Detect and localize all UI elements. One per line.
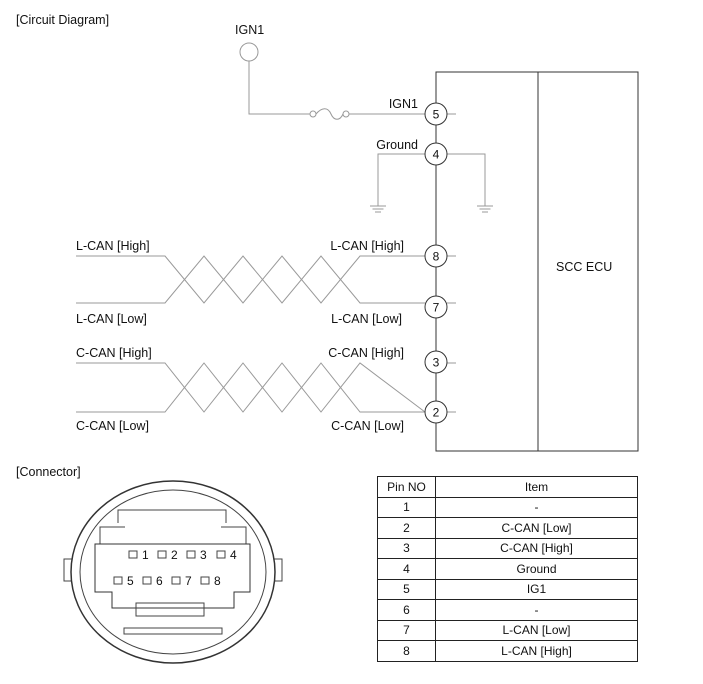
pin5-label: IGN1 (389, 97, 418, 111)
table-cell-pin: 4 (377, 558, 436, 580)
table-row: 1 - (377, 496, 638, 518)
connector-heading: [Connector] (16, 465, 81, 479)
pin8-label: L-CAN [High] (330, 239, 404, 253)
table-cell-pin: 1 (377, 496, 436, 518)
table-cell-pin: 2 (377, 517, 436, 539)
table-cell-item: C-CAN [Low] (435, 517, 638, 539)
table-cell-pin: 6 (377, 599, 436, 621)
pin-3-number: 3 (433, 356, 440, 370)
table-cell-pin: 3 (377, 537, 436, 559)
pin-table-header-row: Pin NO Item (377, 476, 638, 498)
connector-pin-4-label: 4 (230, 548, 237, 562)
pin-5-number: 5 (433, 108, 440, 122)
connector-pin-8: 8 (200, 574, 221, 588)
pin-7-number: 7 (433, 301, 440, 315)
fuse-icon (309, 108, 350, 120)
ground-icon (477, 205, 493, 213)
pin-2: 2 (424, 400, 448, 424)
connector-pin-3-label: 3 (200, 548, 207, 562)
pin-3: 3 (424, 350, 448, 374)
connector-pin-4: 4 (216, 548, 237, 562)
pin7-label: L-CAN [Low] (331, 312, 402, 326)
pin-table: Pin NO Item 1 - 2 C-CAN [Low] 3 C-CAN [H… (377, 476, 638, 662)
connector-pin-3: 3 (186, 548, 207, 562)
table-cell-pin: 8 (377, 640, 436, 662)
pin-8-number: 8 (433, 250, 440, 264)
pin-stubs (447, 113, 456, 413)
connector-bottom-slot (123, 627, 223, 635)
pin-2-number: 2 (433, 406, 440, 420)
connector-drawing: 1 2 3 4 5 6 7 8 (63, 480, 283, 664)
table-cell-pin: 5 (377, 578, 436, 600)
pin-7: 7 (424, 295, 448, 319)
connector-pin-6-label: 6 (156, 574, 163, 588)
table-row: 8 L-CAN [High] (377, 640, 638, 662)
pin3-label: C-CAN [High] (328, 346, 404, 360)
table-row: 6 - (377, 599, 638, 621)
table-cell-pin: 7 (377, 619, 436, 641)
power-source-label: IGN1 (235, 23, 264, 37)
pin-table-header-pin: Pin NO (377, 476, 436, 498)
circuit-diagram-heading: [Circuit Diagram] (16, 13, 109, 27)
pin-table-header-item: Item (435, 476, 638, 498)
ign1-wire (248, 61, 310, 115)
connector-pin-8-label: 8 (214, 574, 221, 588)
ecu-label: SCC ECU (556, 260, 612, 274)
table-cell-item: IG1 (435, 578, 638, 600)
ccan-high-left-label: C-CAN [High] (76, 346, 152, 360)
connector-top-key (117, 509, 227, 523)
pin-4: 4 (424, 142, 448, 166)
ground-icon (370, 205, 386, 213)
pin4-label: Ground (376, 138, 418, 152)
connector-pin-1-label: 1 (142, 548, 149, 562)
lcan-twisted-pair (76, 255, 425, 304)
table-cell-item: C-CAN [High] (435, 537, 638, 559)
table-row: 2 C-CAN [Low] (377, 517, 638, 539)
connector-lower-slot (135, 602, 205, 617)
connector-pin-2-label: 2 (171, 548, 178, 562)
table-cell-item: L-CAN [High] (435, 640, 638, 662)
connector-pin-1: 1 (128, 548, 149, 562)
power-source-terminal (239, 42, 259, 62)
ccan-low-left-label: C-CAN [Low] (76, 419, 149, 433)
connector-pin-2: 2 (157, 548, 178, 562)
table-row: 4 Ground (377, 558, 638, 580)
table-row: 5 IG1 (377, 578, 638, 600)
connector-pin-5-label: 5 (127, 574, 134, 588)
table-cell-item: - (435, 496, 638, 518)
table-cell-item: L-CAN [Low] (435, 619, 638, 641)
connector-inner-shell (79, 489, 267, 655)
ccan-twisted-pair (76, 362, 426, 413)
lcan-low-left-label: L-CAN [Low] (76, 312, 147, 326)
table-cell-item: - (435, 599, 638, 621)
ground-wiring (377, 153, 486, 206)
table-row: 7 L-CAN [Low] (377, 619, 638, 641)
lcan-high-left-label: L-CAN [High] (76, 239, 150, 253)
table-cell-item: Ground (435, 558, 638, 580)
connector-pin-7: 7 (171, 574, 192, 588)
pin-5: 5 (424, 102, 448, 126)
connector-pin-housing (94, 543, 251, 609)
connector-pin-6: 6 (142, 574, 163, 588)
connector-pin-5: 5 (113, 574, 134, 588)
connector-pin-7-label: 7 (185, 574, 192, 588)
pin-8: 8 (424, 244, 448, 268)
pin2-label: C-CAN [Low] (331, 419, 404, 433)
table-row: 3 C-CAN [High] (377, 537, 638, 559)
pin-4-number: 4 (433, 148, 440, 162)
